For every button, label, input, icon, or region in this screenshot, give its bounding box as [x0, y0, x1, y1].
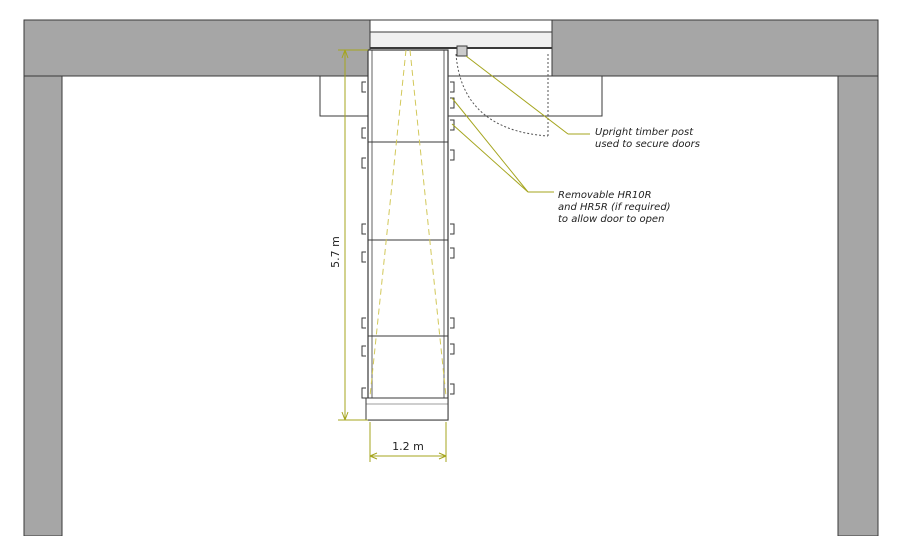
left-clips: [361, 81, 366, 399]
annotation-removable-rails: Removable HR10R and HR5R (if required) t…: [558, 190, 674, 225]
platform: [361, 49, 455, 421]
right-clips: [450, 81, 455, 395]
platform-outline: [367, 49, 449, 421]
annotation-upright-post: Upright timber post used to secure doors: [595, 127, 700, 150]
door-swing-right: [455, 53, 549, 137]
length-label: 5.7 m: [329, 236, 342, 268]
wall-right: [837, 19, 879, 536]
sight-lines: [369, 49, 447, 397]
annotation-removable-rails-line3: to allow door to open: [558, 214, 664, 225]
annotation-removable-rails-line2: and HR5R (if required): [558, 202, 671, 213]
annotation-removable-rails-line1: Removable HR10R: [558, 190, 652, 201]
wall-top-right: [551, 19, 879, 77]
walls: [23, 19, 879, 536]
annotation-upright-post-line2: used to secure doors: [595, 139, 700, 150]
dimension-width: [369, 422, 447, 462]
leader-lines: [451, 55, 590, 193]
width-label: 1.2 m: [392, 440, 424, 453]
dimension-length: [338, 49, 368, 421]
upright-timber-post: [456, 45, 468, 57]
annotation-upright-post-line1: Upright timber post: [595, 127, 694, 138]
room-floor: [61, 75, 839, 536]
wall-left: [23, 19, 63, 536]
wall-top-left: [23, 19, 371, 77]
platform-end-step: [365, 397, 449, 421]
